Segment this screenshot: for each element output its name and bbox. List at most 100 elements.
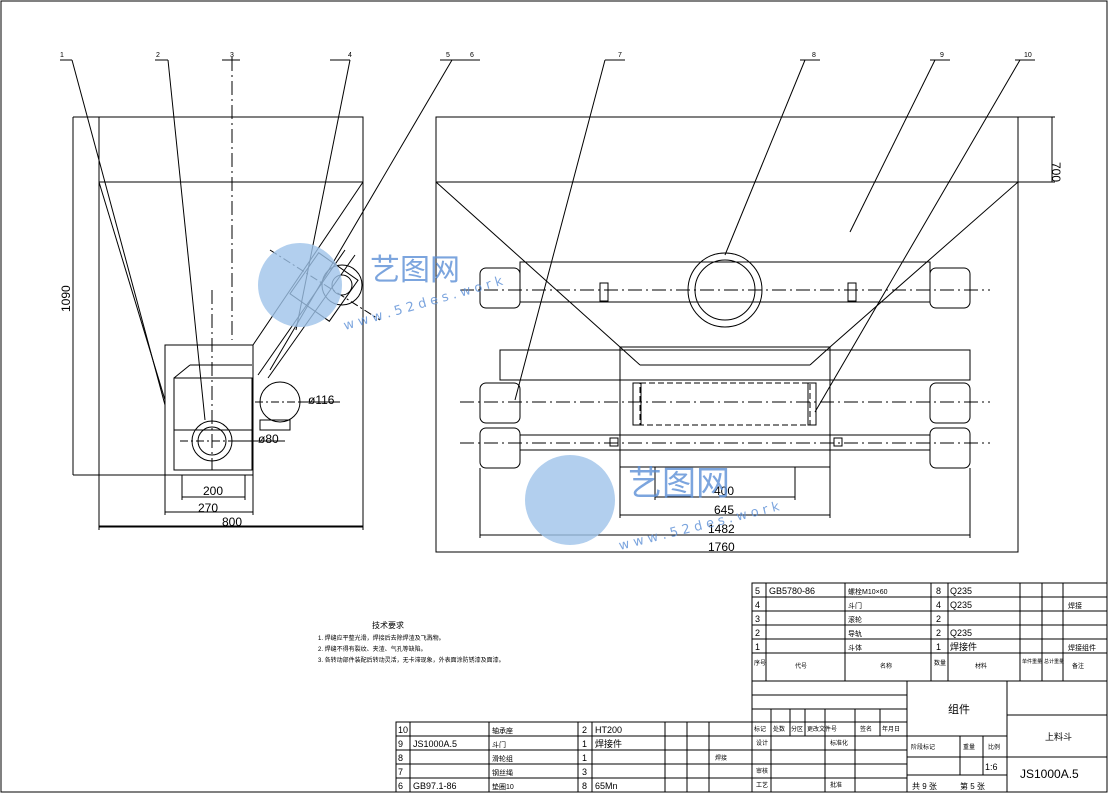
part-material: Q235 [950,628,972,638]
part-qty: 1 [582,739,587,749]
notes-title: 技术要求 [372,620,404,630]
part-no: 4 [755,600,760,610]
front-view [435,59,1055,553]
part-name-cell: 滚轮 [848,615,862,624]
part-material: 65Mn [595,781,618,791]
role-review: 审核 [756,767,768,775]
part-no: 3 [755,614,760,624]
part-code: JS1000A.5 [413,739,457,749]
bucket-body [164,344,254,476]
scale-value: 1:6 [985,762,998,772]
watermark-1: 艺图网 w w w . 5 2 d e s . w o r k [258,243,505,334]
part-name-cell: 导轨 [848,629,862,638]
part-no: 1 [755,642,760,652]
part-qty: 2 [936,614,941,624]
part-name-cell: 垫圈10 [492,782,514,791]
part-qty: 1 [582,753,587,763]
lower-note: 焊接 [715,754,727,762]
weight-label: 重量 [963,743,975,751]
leader-9: 9 [940,52,944,59]
part-name-cell: 滑轮组 [492,754,513,763]
leader-3: 3 [230,52,234,59]
leader-labels: 1 2 3 4 5 6 7 8 9 10 [60,52,1032,59]
part-name-cell: 钢丝绳 [492,768,513,777]
dim-270: 270 [198,501,218,515]
dim-1090: 1090 [59,285,73,312]
part-no: 8 [398,753,403,763]
dim-d80: ø80 [258,432,279,446]
part-material: 焊接件 [595,738,622,749]
part-name-cell: 轴承座 [492,726,513,735]
part-code: GB5780-86 [769,586,815,596]
assembly-label: 组件 [948,702,970,716]
sign-mark: 标记 [754,725,766,733]
leader-6: 6 [470,52,474,59]
note-2: 2. 焊缝不得有裂纹、夹渣、气孔等缺陷。 [318,645,427,653]
part-note: 焊接 [1068,601,1082,610]
sign-signature: 签名 [860,725,872,733]
part-name-cell: 斗门 [492,740,506,749]
part-qty: 3 [582,767,587,777]
dim-200: 200 [203,484,223,498]
hdr-total-weight: 总计重量 [1044,658,1064,665]
part-material: 焊接件 [950,641,977,652]
part-name: 上料斗 [1045,731,1072,742]
sheet-current: 第 5 张 [960,781,985,791]
hdr-note: 备注 [1072,662,1084,670]
sheet-total: 共 9 张 [912,782,937,791]
dim-700: 700 [1049,162,1063,182]
sign-zone: 分区 [791,725,803,733]
hdr-mat: 材料 [975,662,987,670]
role-process: 工艺 [756,781,768,789]
stage-label: 阶段标记 [911,743,935,751]
leader-8: 8 [812,52,816,59]
watermark-cn: 艺图网 [370,253,460,288]
leader-2: 2 [156,52,160,59]
part-note: 焊接组件 [1068,643,1096,652]
dimension-labels: 1090 700 ø116 ø80 200 270 800 400 645 14… [59,162,1063,554]
part-qty: 2 [582,725,587,735]
leader-4: 4 [348,52,352,59]
part-name-cell: 斗体 [848,643,862,652]
side-view-outline [98,116,364,527]
globe-logo-icon [258,243,342,327]
part-qty: 4 [936,600,941,610]
front-bucket [619,346,831,468]
part-no: 5 [755,586,760,596]
dim-645: 645 [714,503,734,517]
hdr-name: 名称 [880,662,892,670]
note-1: 1. 焊缝应平整光滑，焊接后去除焊渣及飞溅物。 [318,634,445,642]
hdr-unit-weight: 单件重量 [1022,658,1042,665]
part-no: 2 [755,628,760,638]
leader-1: 1 [60,52,64,59]
drawing-number: JS1000A.5 [1020,767,1079,781]
dim-400: 400 [714,484,734,498]
note-3: 3. 各转动部件装配后转动灵活，无卡滞现象，外表面涂防锈漆及面漆。 [318,656,505,664]
part-code: GB97.1-86 [413,781,457,791]
dim-800: 800 [222,515,242,529]
part-material: Q235 [950,586,972,596]
watermark-2: 艺图网 w w w . 5 2 d e s . w o r k [525,455,781,554]
technical-notes: 技术要求 1. 焊缝应平整光滑，焊接后去除焊渣及飞溅物。 2. 焊缝不得有裂纹、… [318,620,505,664]
sign-count: 处数 [773,725,785,733]
part-qty: 8 [582,781,587,791]
upper-pulley [687,252,763,328]
leader-10: 10 [1024,52,1032,59]
hdr-qty: 数量 [934,659,946,667]
part-material: Q235 [950,600,972,610]
part-name-cell: 斗门 [848,601,862,610]
title-block [751,680,1108,793]
dim-1760: 1760 [708,540,735,554]
dim-d116: ø116 [308,393,335,407]
part-no: 7 [398,767,403,777]
role-standard: 标准化 [830,739,848,747]
hdr-no: 序号 [754,659,766,667]
part-no: 6 [398,781,403,791]
role-design: 设计 [756,739,768,747]
part-qty: 2 [936,628,941,638]
globe-logo-icon [525,455,615,545]
